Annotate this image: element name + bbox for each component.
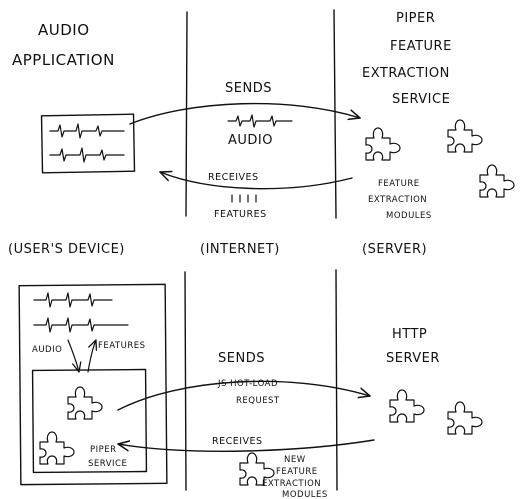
modules-line-2: EXTRACTION bbox=[368, 195, 427, 205]
puzzle-icon bbox=[365, 127, 401, 161]
puzzle-icon bbox=[67, 386, 103, 420]
piper-title-line-4: SERVICE bbox=[392, 92, 450, 107]
piper-title-line-1: PIPER bbox=[396, 11, 435, 26]
features-label-top: FEATURES bbox=[214, 209, 267, 220]
piper-title-line-2: FEATURE bbox=[390, 39, 452, 54]
receives-arrow-bottom bbox=[118, 439, 375, 452]
features-up-arrow bbox=[87, 340, 96, 373]
puzzle-icon bbox=[447, 119, 483, 153]
piper-title-line-3: EXTRACTION bbox=[362, 66, 450, 81]
device-frame bbox=[18, 283, 168, 486]
sends-label-bottom: SENDS bbox=[218, 351, 265, 366]
piper-service-box bbox=[31, 368, 148, 474]
sends-arrow-bottom bbox=[117, 380, 370, 411]
modules-line-1: FEATURE bbox=[378, 179, 420, 189]
features-label-bottom: FEATURES bbox=[98, 341, 146, 351]
divider-bottom-left bbox=[184, 271, 187, 491]
new-modules-line-1: NEW bbox=[284, 455, 306, 465]
http-server-line-1: HTTP bbox=[392, 327, 427, 342]
column-label-device: (USER'S DEVICE) bbox=[8, 242, 125, 257]
audio-label-top: AUDIO bbox=[228, 133, 273, 148]
waveform-line-1 bbox=[33, 292, 113, 308]
modules-line-3: MODULES bbox=[386, 211, 432, 221]
divider-bottom-right bbox=[335, 269, 338, 491]
sends-label-top: SENDS bbox=[225, 81, 272, 96]
divider-top-left bbox=[185, 11, 188, 217]
new-modules-line-3: EXTRACTION bbox=[262, 479, 321, 489]
sends-arrow-top bbox=[129, 102, 360, 125]
puzzle-icon bbox=[39, 431, 75, 465]
new-modules-line-4: MODULES bbox=[282, 490, 328, 499]
new-modules-line-2: FEATURE bbox=[276, 467, 318, 477]
piper-service-line-1: PIPER bbox=[90, 445, 117, 455]
column-label-internet: (INTERNET) bbox=[200, 242, 280, 257]
column-label-server: (SERVER) bbox=[362, 242, 427, 257]
audio-label-bottom: AUDIO bbox=[32, 345, 62, 355]
http-server-line-2: SERVER bbox=[386, 351, 440, 366]
audio-down-arrow bbox=[67, 339, 79, 372]
puzzle-icon bbox=[479, 164, 515, 198]
audio-app-title-line-2: APPLICATION bbox=[12, 51, 115, 69]
receives-label-top: RECEIVES bbox=[208, 172, 259, 183]
request-line-2: REQUEST bbox=[236, 396, 280, 406]
audio-window-icon bbox=[40, 113, 136, 174]
puzzle-icon bbox=[447, 401, 483, 435]
waveform-line-2 bbox=[33, 317, 129, 333]
request-line-1: JS HOT-LOAD bbox=[217, 379, 278, 389]
piper-service-line-2: SERVICE bbox=[88, 459, 127, 469]
feature-ticks-icon bbox=[231, 194, 257, 203]
receives-label-bottom: RECEIVES bbox=[212, 436, 263, 447]
puzzle-icon bbox=[389, 389, 425, 423]
divider-top-right bbox=[333, 9, 337, 219]
receives-arrow-top bbox=[160, 172, 353, 190]
audio-app-title-line-1: AUDIO bbox=[38, 21, 90, 39]
audio-waveform-small bbox=[227, 114, 293, 128]
